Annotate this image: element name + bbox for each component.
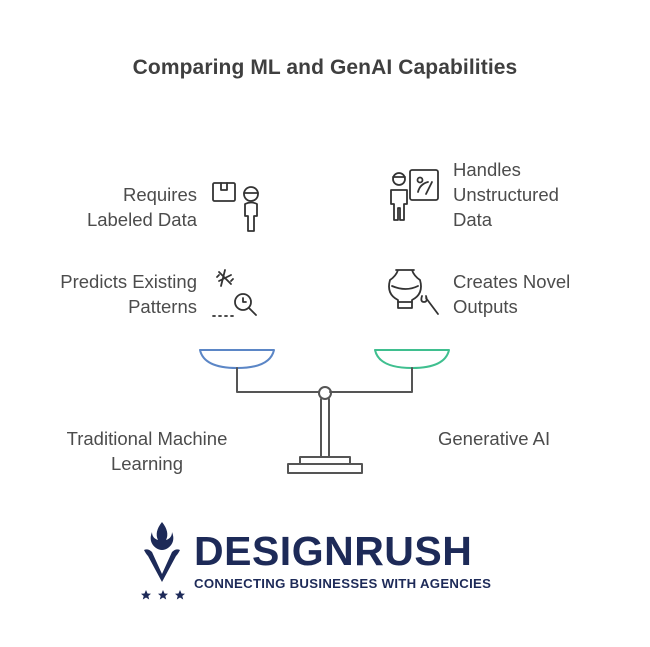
side-label-generative-ai: Generative AI [438, 426, 550, 451]
scale-base [287, 456, 363, 474]
left-item-labeled-data: Requires Labeled Data [87, 182, 197, 232]
right-item-novel-outputs-line-1: Creates Novel [453, 271, 571, 292]
right-item-novel-outputs: Creates Novel Outputs [453, 269, 570, 319]
right-item-unstructured: Handles Unstructured Data [453, 157, 559, 232]
labeled-data-icon [212, 182, 259, 232]
right-item-unstructured-line-2: Unstructured [453, 184, 559, 205]
designrush-logo-icon [141, 522, 185, 600]
right-item-novel-outputs-line-2: Outputs [453, 296, 518, 317]
left-item-labeled-data-line-1: Requires [122, 184, 197, 205]
left-hanger [236, 367, 320, 393]
side-label-traditional-ml-line-2: Learning [110, 453, 183, 474]
side-label-traditional-ml: Traditional Machine Learning [52, 426, 242, 476]
right-item-unstructured-line-1: Handles [453, 159, 521, 180]
right-hanger [329, 367, 413, 393]
side-label-generative-ai-line-1: Generative AI [438, 428, 551, 449]
painter-easel-icon [390, 169, 439, 221]
left-item-patterns-line-2: Patterns [128, 296, 197, 317]
left-item-patterns: Predicts Existing Patterns [60, 269, 197, 319]
vase-brush-icon [388, 269, 439, 315]
left-item-labeled-data-line-2: Labeled Data [86, 209, 197, 230]
right-pan [374, 349, 450, 369]
brand-tagline: CONNECTING BUSINESSES WITH AGENCIES [194, 576, 492, 591]
right-item-unstructured-line-3: Data [453, 209, 493, 230]
scale-pivot [318, 386, 332, 400]
scale-pole [320, 398, 330, 458]
page-title: Comparing ML and GenAI Capabilities [132, 56, 518, 79]
pattern-search-icon [212, 269, 257, 317]
left-pan [199, 349, 275, 369]
brand-name: DESIGNRUSH [194, 528, 473, 574]
left-item-patterns-line-1: Predicts Existing [60, 271, 197, 292]
side-label-traditional-ml-line-1: Traditional Machine [66, 428, 228, 449]
